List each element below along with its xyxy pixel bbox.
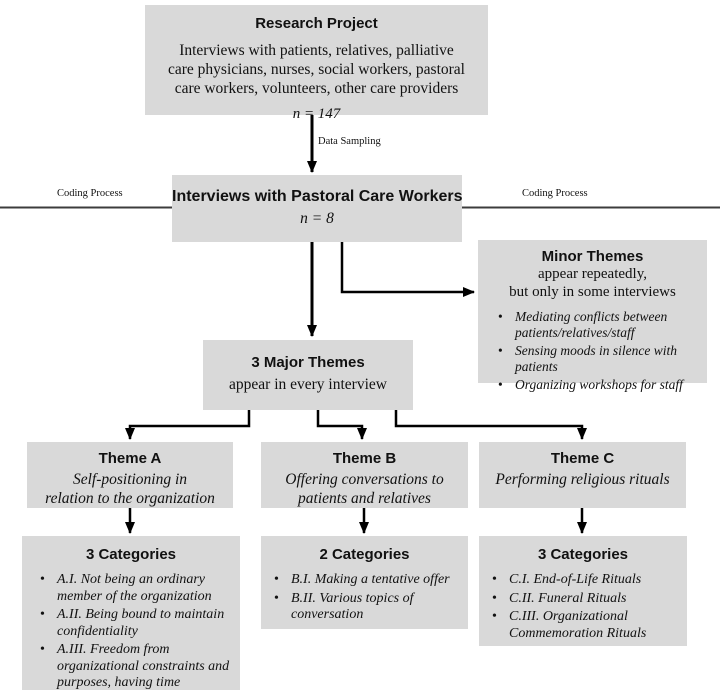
research-sample-size: n = 147 [292, 106, 341, 122]
categories-a-title: 3 Categories [85, 546, 177, 563]
minor-themes-title: Minor Themes [541, 248, 644, 265]
research-project-title: Research Project [255, 15, 378, 32]
text-line: Self-positioning in [72, 471, 188, 488]
theme-c-description: Performing religious rituals [479, 470, 686, 489]
interviews-pastoral-box: Interviews with Pastoral Care Workers n … [172, 175, 462, 242]
categories-c-box: 3 Categories C.I. End-of-Life RitualsC.I… [479, 536, 687, 646]
bullet-item: C.I. End-of-Life Rituals [492, 572, 683, 589]
bullet-item: B.II. Various topics of conversation [274, 591, 464, 624]
theme-b-description: Offering conversations to patients and re… [261, 470, 468, 508]
major-themes-title: 3 Major Themes [251, 354, 365, 371]
text-line: Interviews with patients, relatives, pal… [179, 42, 454, 59]
bullet-item: Sensing moods in silence with patients [498, 343, 703, 375]
bullet-item: A.I. Not being an ordinary member of the… [40, 572, 236, 605]
text-line: care workers, volunteers, other care pro… [174, 80, 459, 97]
theme-b-title: Theme B [332, 450, 397, 467]
text-line: Performing religious rituals [495, 471, 670, 488]
bullet-item: A.III. Freedom from organizational const… [40, 642, 236, 692]
research-project-description: Interviews with patients, relatives, pal… [145, 41, 488, 98]
theme-a-description: Self-positioning in relation to the organ… [27, 470, 233, 508]
text-line: relation to the organization [45, 490, 215, 507]
text-line: patients and relatives [298, 490, 431, 507]
bullet-item: C.II. Funeral Rituals [492, 591, 683, 608]
bullet-item: A.II. Being bound to maintain confidenti… [40, 607, 236, 640]
categories-b-bullet-list: B.I. Making a tentative offerB.II. Vario… [261, 572, 468, 624]
categories-a-bullet-list: A.I. Not being an ordinary member of the… [22, 572, 240, 692]
bullet-item: B.I. Making a tentative offer [274, 572, 464, 589]
minor-themes-box: Minor Themes appear repeatedly,but only … [478, 240, 707, 393]
coding-process-label-right: Coding Process [522, 188, 588, 199]
categories-b-title: 2 Categories [319, 546, 410, 563]
categories-b-box: 2 Categories B.I. Making a tentative off… [261, 536, 468, 629]
theme-a-title: Theme A [98, 450, 162, 467]
minor-themes-subtitle: appear repeatedly,but only in some inter… [478, 266, 707, 301]
theme-c-title: Theme C [550, 450, 615, 467]
data-sampling-label: Data Sampling [318, 136, 381, 147]
theme-c-box: Theme C Performing religious rituals [479, 442, 686, 508]
categories-a-box: 3 Categories A.I. Not being an ordinary … [22, 536, 240, 690]
text-line: care physicians, nurses, social workers,… [168, 61, 465, 78]
text-line: appear repeatedly, [538, 266, 647, 282]
categories-c-bullet-list: C.I. End-of-Life RitualsC.II. Funeral Ri… [479, 572, 687, 642]
interviews-title: Interviews with Pastoral Care Workers [172, 188, 463, 205]
coding-process-label-left: Coding Process [57, 188, 123, 199]
major-themes-subtitle: appear in every interview [229, 376, 387, 393]
text-line: but only in some interviews [509, 283, 676, 300]
theme-b-box: Theme B Offering conversations to patient… [261, 442, 468, 508]
bullet-item: C.III. Organizational Commemoration Ritu… [492, 609, 683, 642]
minor-themes-bullet-list: Mediating conflicts between patients/rel… [478, 309, 707, 393]
text-line: Offering conversations to [285, 471, 444, 488]
categories-c-title: 3 Categories [537, 546, 629, 563]
bullet-item: Organizing workshops for staff [498, 377, 703, 393]
theme-a-box: Theme A Self-positioning in relation to t… [27, 442, 233, 508]
interviews-sample-size: n = 8 [300, 210, 334, 227]
major-themes-box: 3 Major Themes appear in every interview [203, 340, 413, 410]
bullet-item: Mediating conflicts between patients/rel… [498, 309, 703, 341]
research-project-box: Research Project Interviews with patient… [145, 5, 488, 122]
